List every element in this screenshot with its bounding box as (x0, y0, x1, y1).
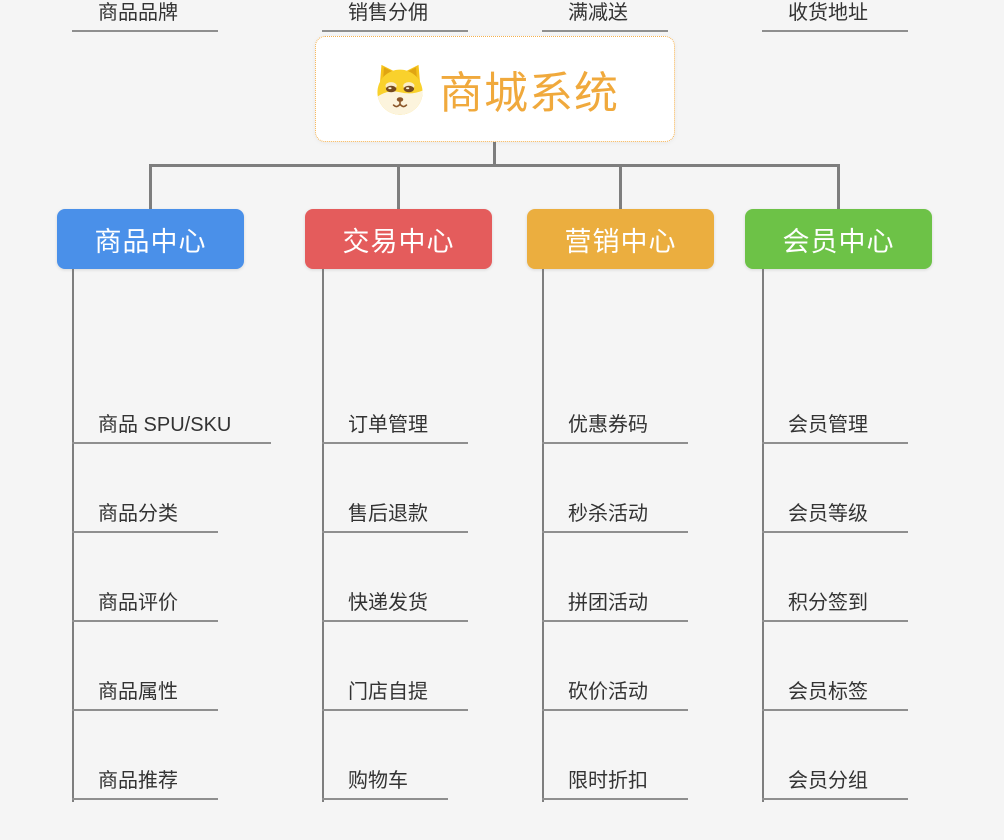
leaf-node[interactable]: 销售分佣 (322, 0, 468, 32)
branch-node-marketing-center[interactable]: 营销中心 (527, 209, 714, 269)
leaf-node[interactable]: 商品属性 (72, 679, 218, 711)
leaf-node[interactable]: 会员等级 (762, 501, 908, 533)
leaf-node[interactable]: 订单管理 (322, 412, 468, 444)
leaf-node[interactable]: 会员分组 (762, 768, 908, 800)
leaf-node[interactable]: 会员管理 (762, 412, 908, 444)
branch-label: 商品中心 (94, 226, 207, 257)
leaf-node[interactable]: 快递发货 (322, 590, 468, 622)
column-spine-connector (762, 269, 764, 802)
branch-node-product-center[interactable]: 商品中心 (57, 209, 244, 269)
leaf-node[interactable]: 商品品牌 (72, 0, 218, 32)
leaf-node[interactable]: 收货地址 (762, 0, 908, 32)
leaf-node[interactable]: 购物车 (322, 768, 448, 800)
root-node[interactable]: 商城系统 (315, 36, 675, 142)
root-title: 商城系统 (439, 69, 619, 118)
leaf-node[interactable]: 会员标签 (762, 679, 908, 711)
leaf-node[interactable]: 限时折扣 (542, 768, 688, 800)
leaf-node[interactable]: 优惠券码 (542, 412, 688, 444)
branch-node-trade-center[interactable]: 交易中心 (305, 209, 492, 269)
branch-drop-connector (149, 166, 152, 210)
column-spine-connector (542, 269, 544, 802)
leaf-node[interactable]: 商品评价 (72, 590, 218, 622)
branch-label: 会员中心 (782, 226, 895, 257)
leaf-node[interactable]: 秒杀活动 (542, 501, 688, 533)
branch-label: 交易中心 (342, 226, 455, 257)
leaf-node[interactable]: 砍价活动 (542, 679, 688, 711)
column-spine-connector (72, 269, 74, 802)
leaf-node[interactable]: 拼团活动 (542, 590, 688, 622)
leaf-node[interactable]: 满减送 (542, 0, 668, 32)
branch-node-member-center[interactable]: 会员中心 (745, 209, 932, 269)
root-stem-connector (493, 141, 496, 167)
branch-drop-connector (619, 166, 622, 210)
leaf-node[interactable]: 售后退款 (322, 501, 468, 533)
shiba-dog-icon (377, 64, 423, 115)
leaf-node[interactable]: 积分签到 (762, 590, 908, 622)
column-spine-connector (322, 269, 324, 802)
leaf-node[interactable]: 商品 SPU/SKU (72, 412, 272, 444)
leaf-node[interactable]: 门店自提 (322, 679, 468, 711)
branch-drop-connector (837, 166, 840, 210)
trunk-connector (149, 164, 840, 167)
leaf-node[interactable]: 商品推荐 (72, 768, 218, 800)
branch-label: 营销中心 (564, 226, 677, 257)
leaf-node[interactable]: 商品分类 (72, 501, 218, 533)
branch-drop-connector (397, 166, 400, 210)
